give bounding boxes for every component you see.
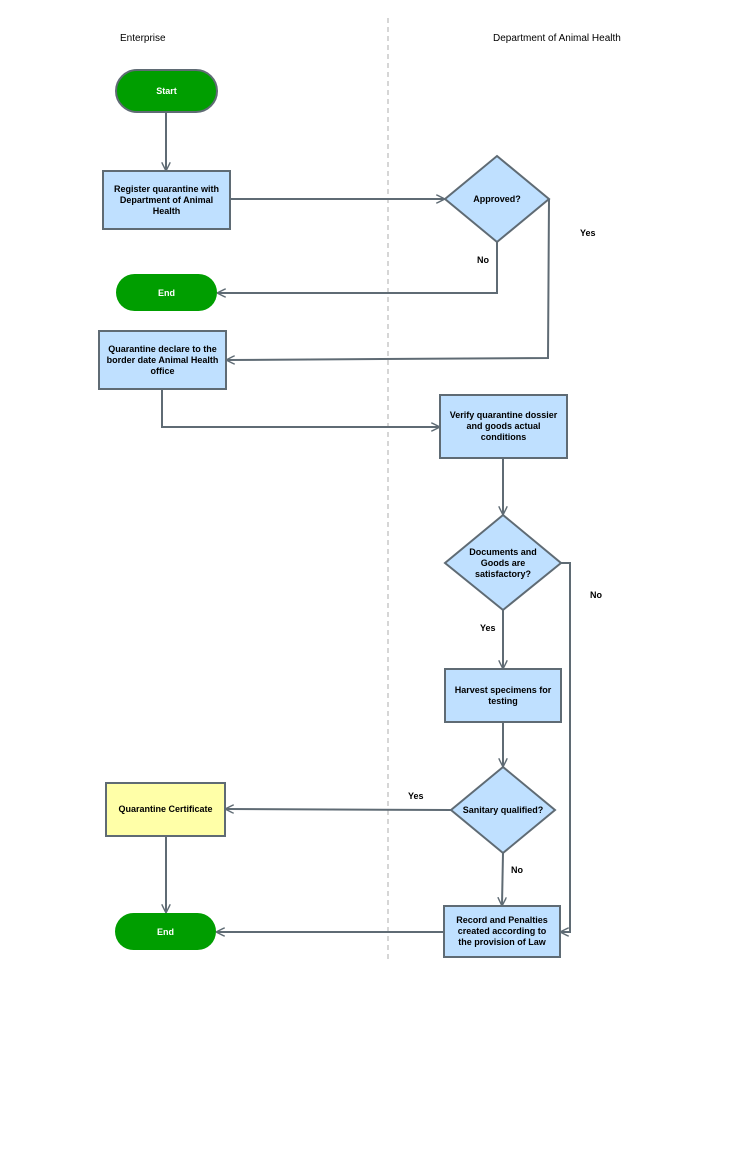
edge-label-documents-no: No [590, 590, 602, 600]
edge-label-sanitary-no: No [511, 865, 523, 875]
edge-approved-yes-declare [227, 198, 550, 360]
documents-label: Documents and Goods are satisfactory? [469, 546, 537, 579]
edge-label-sanitary-yes: Yes [408, 791, 424, 801]
sanitary-label: Sanitary qualified? [462, 804, 544, 815]
record-penalties-box[interactable]: Record and Penalties created according t… [443, 905, 561, 958]
register-quarantine-box[interactable]: Register quarantine with Department of A… [102, 170, 231, 230]
harvest-specimens-box[interactable]: Harvest specimens for testing [444, 668, 562, 723]
start-terminal[interactable]: Start [115, 69, 218, 113]
edge-label-approved-yes: Yes [580, 228, 596, 238]
edge-sanitary-no-record [502, 852, 503, 905]
end-terminal-final[interactable]: End [115, 913, 216, 950]
quarantine-declare-box[interactable]: Quarantine declare to the border date An… [98, 330, 227, 390]
edge-sanitary-yes-certificate [226, 809, 452, 810]
edge-declare-verify [161, 390, 439, 427]
lane-label-animal-health: Department of Animal Health [493, 33, 621, 44]
edge-label-documents-yes: Yes [480, 623, 496, 633]
edge-label-approved-no: No [477, 255, 489, 265]
quarantine-certificate-box[interactable]: Quarantine Certificate [105, 782, 226, 837]
approved-label: Approved? [473, 193, 521, 204]
end-terminal-rejected[interactable]: End [116, 274, 217, 311]
lane-label-enterprise: Enterprise [120, 33, 166, 44]
verify-dossier-box[interactable]: Verify quarantine dossier and goods actu… [439, 394, 568, 459]
edge-approved-no-end [218, 242, 498, 293]
edge-documents-no-record [561, 562, 571, 932]
